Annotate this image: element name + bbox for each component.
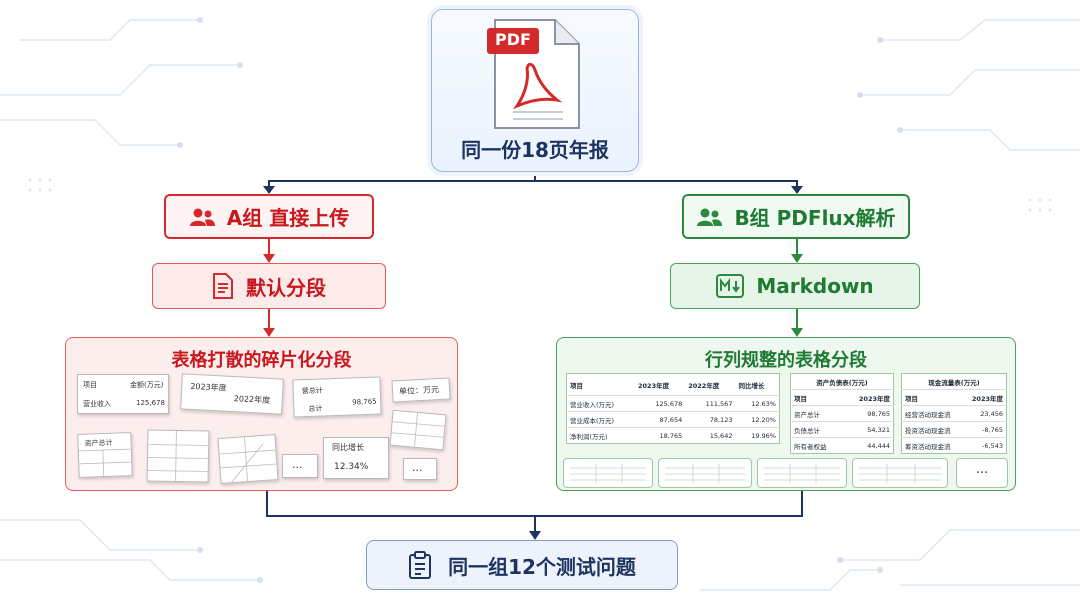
fragment-text: ... [292, 458, 303, 471]
table-cell: 98,765 [842, 405, 894, 422]
mini-table-preview [563, 458, 653, 488]
fragment-growth-piece: 同比增长 12.34% [323, 437, 389, 479]
table-cell: 12.63% [735, 395, 780, 412]
fragment-text: 金额(万元) [130, 381, 164, 389]
table-cell: 12.20% [735, 411, 780, 428]
table-cell: 负债总计 [790, 421, 843, 438]
clipboard-icon [409, 551, 432, 579]
more-tables-indicator: ... [956, 458, 1008, 488]
table-cell: 资产总计 [790, 405, 843, 422]
fragment-grid [391, 412, 445, 447]
table-cell: -6,543 [962, 437, 1007, 454]
table-cell: 44,444 [842, 437, 894, 454]
more-ellipsis: ... [975, 462, 989, 477]
fragment-text: 营业收入 [83, 400, 111, 408]
fragment-table-piece: 营总计 总计 98,765 [292, 376, 382, 418]
table-header: 项目 [790, 389, 843, 406]
mini-table-grid [570, 464, 646, 483]
table-cell: 125,678 [635, 395, 686, 412]
fragment-text: 总计 [308, 404, 323, 414]
mini-table-grid [764, 464, 840, 483]
markdown-icon [716, 274, 745, 298]
table-cell: 19.96% [735, 427, 780, 444]
mini-table-preview [757, 458, 847, 488]
markdown-box: Markdown [670, 263, 920, 309]
fragment-text: 单位：万元 [398, 385, 440, 397]
table-cell: 净利润(万元) [566, 427, 635, 444]
structured-panel-title: 行列规整的表格分段 [705, 350, 867, 371]
table-header: 2023年度 [638, 381, 670, 390]
fragment-ellipsis: ... [403, 458, 437, 480]
table-header: 项目 [901, 389, 963, 406]
fragment-text: 98,765 [352, 397, 377, 407]
mini-table-grid [665, 464, 745, 483]
default-segmentation-box: 默认分段 [152, 263, 386, 309]
table-cell: 营业成本(万元) [566, 411, 635, 428]
fragment-table-piece [217, 434, 279, 484]
fragment-text: 项目 [83, 381, 97, 389]
fragment-ellipsis: ... [282, 454, 318, 478]
default-segmentation-label: 默认分段 [246, 275, 326, 300]
users-icon [189, 208, 215, 226]
table-cell: 111,567 [685, 395, 736, 412]
fragment-table-piece [146, 429, 210, 483]
mini-table-grid [859, 464, 941, 483]
table-title: 现金流量表(万元) [928, 378, 980, 387]
fragment-grid [219, 437, 277, 483]
group-a-box: A组 直接上传 [164, 194, 374, 239]
test-questions-label: 同一组12个测试问题 [448, 554, 636, 579]
table-cell: 54,321 [842, 421, 894, 438]
mini-table-preview [658, 458, 752, 488]
fragmented-panel-title: 表格打散的碎片化分段 [171, 350, 352, 371]
group-b-box: B组 PDFlux解析 [682, 194, 910, 239]
table-cell: 经营活动现金流 [901, 405, 963, 422]
fragment-grid [78, 448, 132, 477]
source-caption: 同一份18页年报 [461, 138, 609, 162]
table-header: 2023年度 [962, 389, 1007, 406]
table-cell: 投资活动现金流 [901, 421, 963, 438]
table-header: 2023年度 [842, 389, 894, 406]
group-a-title: A组 直接上传 [226, 206, 350, 230]
fragment-text: 12.34% [334, 462, 369, 472]
table-cell: 筹资活动现金流 [901, 437, 963, 454]
fragment-text: 营总计 [301, 386, 323, 396]
fragment-grid [147, 430, 209, 481]
mini-table-preview [852, 458, 948, 488]
table-header: 同比增长 [738, 381, 765, 390]
pdf-file-icon [487, 19, 580, 129]
table-title: 资产负债表(万元) [816, 378, 868, 387]
fragment-text: ... [412, 461, 423, 474]
pdf-badge-text: PDF [495, 30, 531, 49]
fragment-text: 2022年度 [233, 394, 271, 405]
fragment-text: 2023年度 [190, 381, 227, 393]
income-table: 项目 2023年度 2022年度 同比增长 营业收入(万元) 125,678 1… [566, 373, 780, 444]
table-cell: 营业收入(万元) [566, 395, 635, 412]
fragment-table-piece [389, 409, 447, 451]
fragment-text: 同比增长 [332, 443, 364, 452]
document-icon [213, 273, 233, 299]
users-icon [697, 208, 723, 226]
fragment-text: 125,678 [136, 399, 165, 407]
table-header: 2022年度 [688, 381, 720, 390]
table-cell: 所有者权益 [790, 437, 843, 454]
table-header: 项目 [570, 381, 583, 390]
fragment-table-piece: 2023年度 2022年度 [180, 373, 284, 415]
table-cell: -8,765 [962, 421, 1007, 438]
markdown-label: Markdown [756, 274, 874, 298]
table-cell: 87,654 [635, 411, 686, 428]
group-b-title: B组 PDFlux解析 [734, 206, 896, 230]
fragment-table-piece: 项目 金额(万元) 营业收入 125,678 [77, 374, 169, 414]
test-questions-box: 同一组12个测试问题 [366, 540, 678, 590]
table-cell: 23,456 [962, 405, 1007, 422]
table-cell: 15,642 [685, 427, 736, 444]
table-cell: 18,765 [635, 427, 686, 444]
fragment-unit-note: 单位：万元 [391, 377, 451, 403]
fragment-table-piece: 资产总计 [77, 432, 133, 478]
table-cell: 78,123 [685, 411, 736, 428]
